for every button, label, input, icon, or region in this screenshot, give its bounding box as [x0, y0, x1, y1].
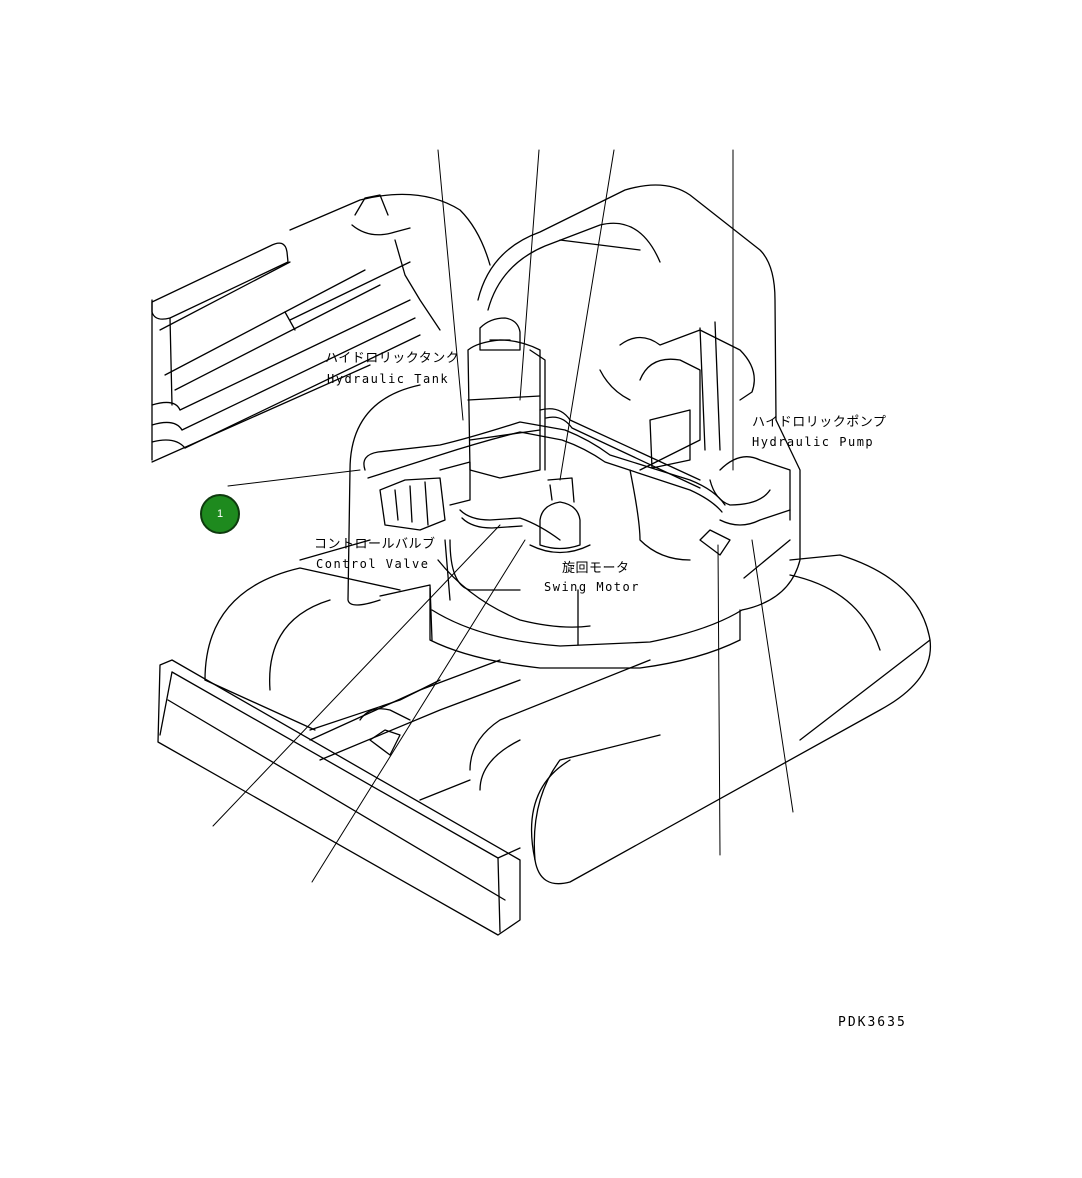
drawing-code: PDK3635: [838, 1015, 907, 1030]
hydraulic-pump-label-en: Hydraulic Pump: [752, 435, 875, 449]
leader-lines: [212, 149, 794, 883]
swing-motor: [529, 477, 591, 554]
swing-motor-label-en: Swing Motor: [544, 580, 640, 594]
upper-structure: [347, 184, 801, 669]
hydraulic-tank-label-jp: ハイドロリックタンク: [325, 351, 460, 366]
undercarriage: [309, 659, 521, 801]
hose-routing: [363, 408, 791, 591]
hydraulic-pump-label-jp: ハイドロリックポンプ: [752, 415, 887, 430]
callout-number: 1: [216, 508, 224, 520]
callout-badge-1[interactable]: 1: [200, 494, 240, 534]
tracks: [204, 539, 932, 885]
control-valve-label-en: Control Valve: [316, 557, 430, 571]
control-valve: [379, 461, 471, 531]
hydraulic-tank: [467, 317, 546, 479]
dozer-blade: [157, 659, 521, 936]
control-valve-label-jp: コントロールバルブ: [314, 537, 436, 552]
boom-arm: [151, 193, 491, 463]
engine-area: [599, 321, 791, 561]
hydraulic-tank-label-en: Hydraulic Tank: [327, 372, 450, 386]
swing-motor-label-jp: 旋回モータ: [562, 561, 630, 576]
